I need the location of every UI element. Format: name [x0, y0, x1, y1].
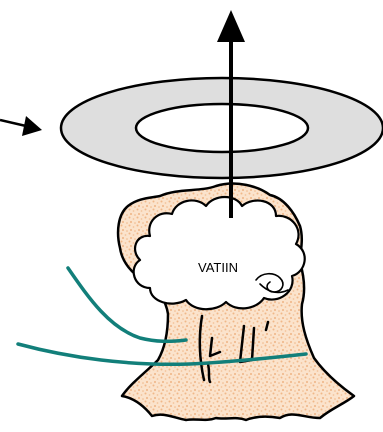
pointer-arrow-shaft	[0, 120, 26, 126]
pointer-arrow	[0, 116, 42, 136]
ring-band	[61, 78, 383, 178]
cloud-label: VATIIN	[198, 260, 238, 275]
ring	[61, 78, 383, 178]
vertical-arrow-head	[217, 10, 245, 42]
pointer-arrow-head	[22, 116, 42, 136]
strand-5	[208, 364, 210, 382]
